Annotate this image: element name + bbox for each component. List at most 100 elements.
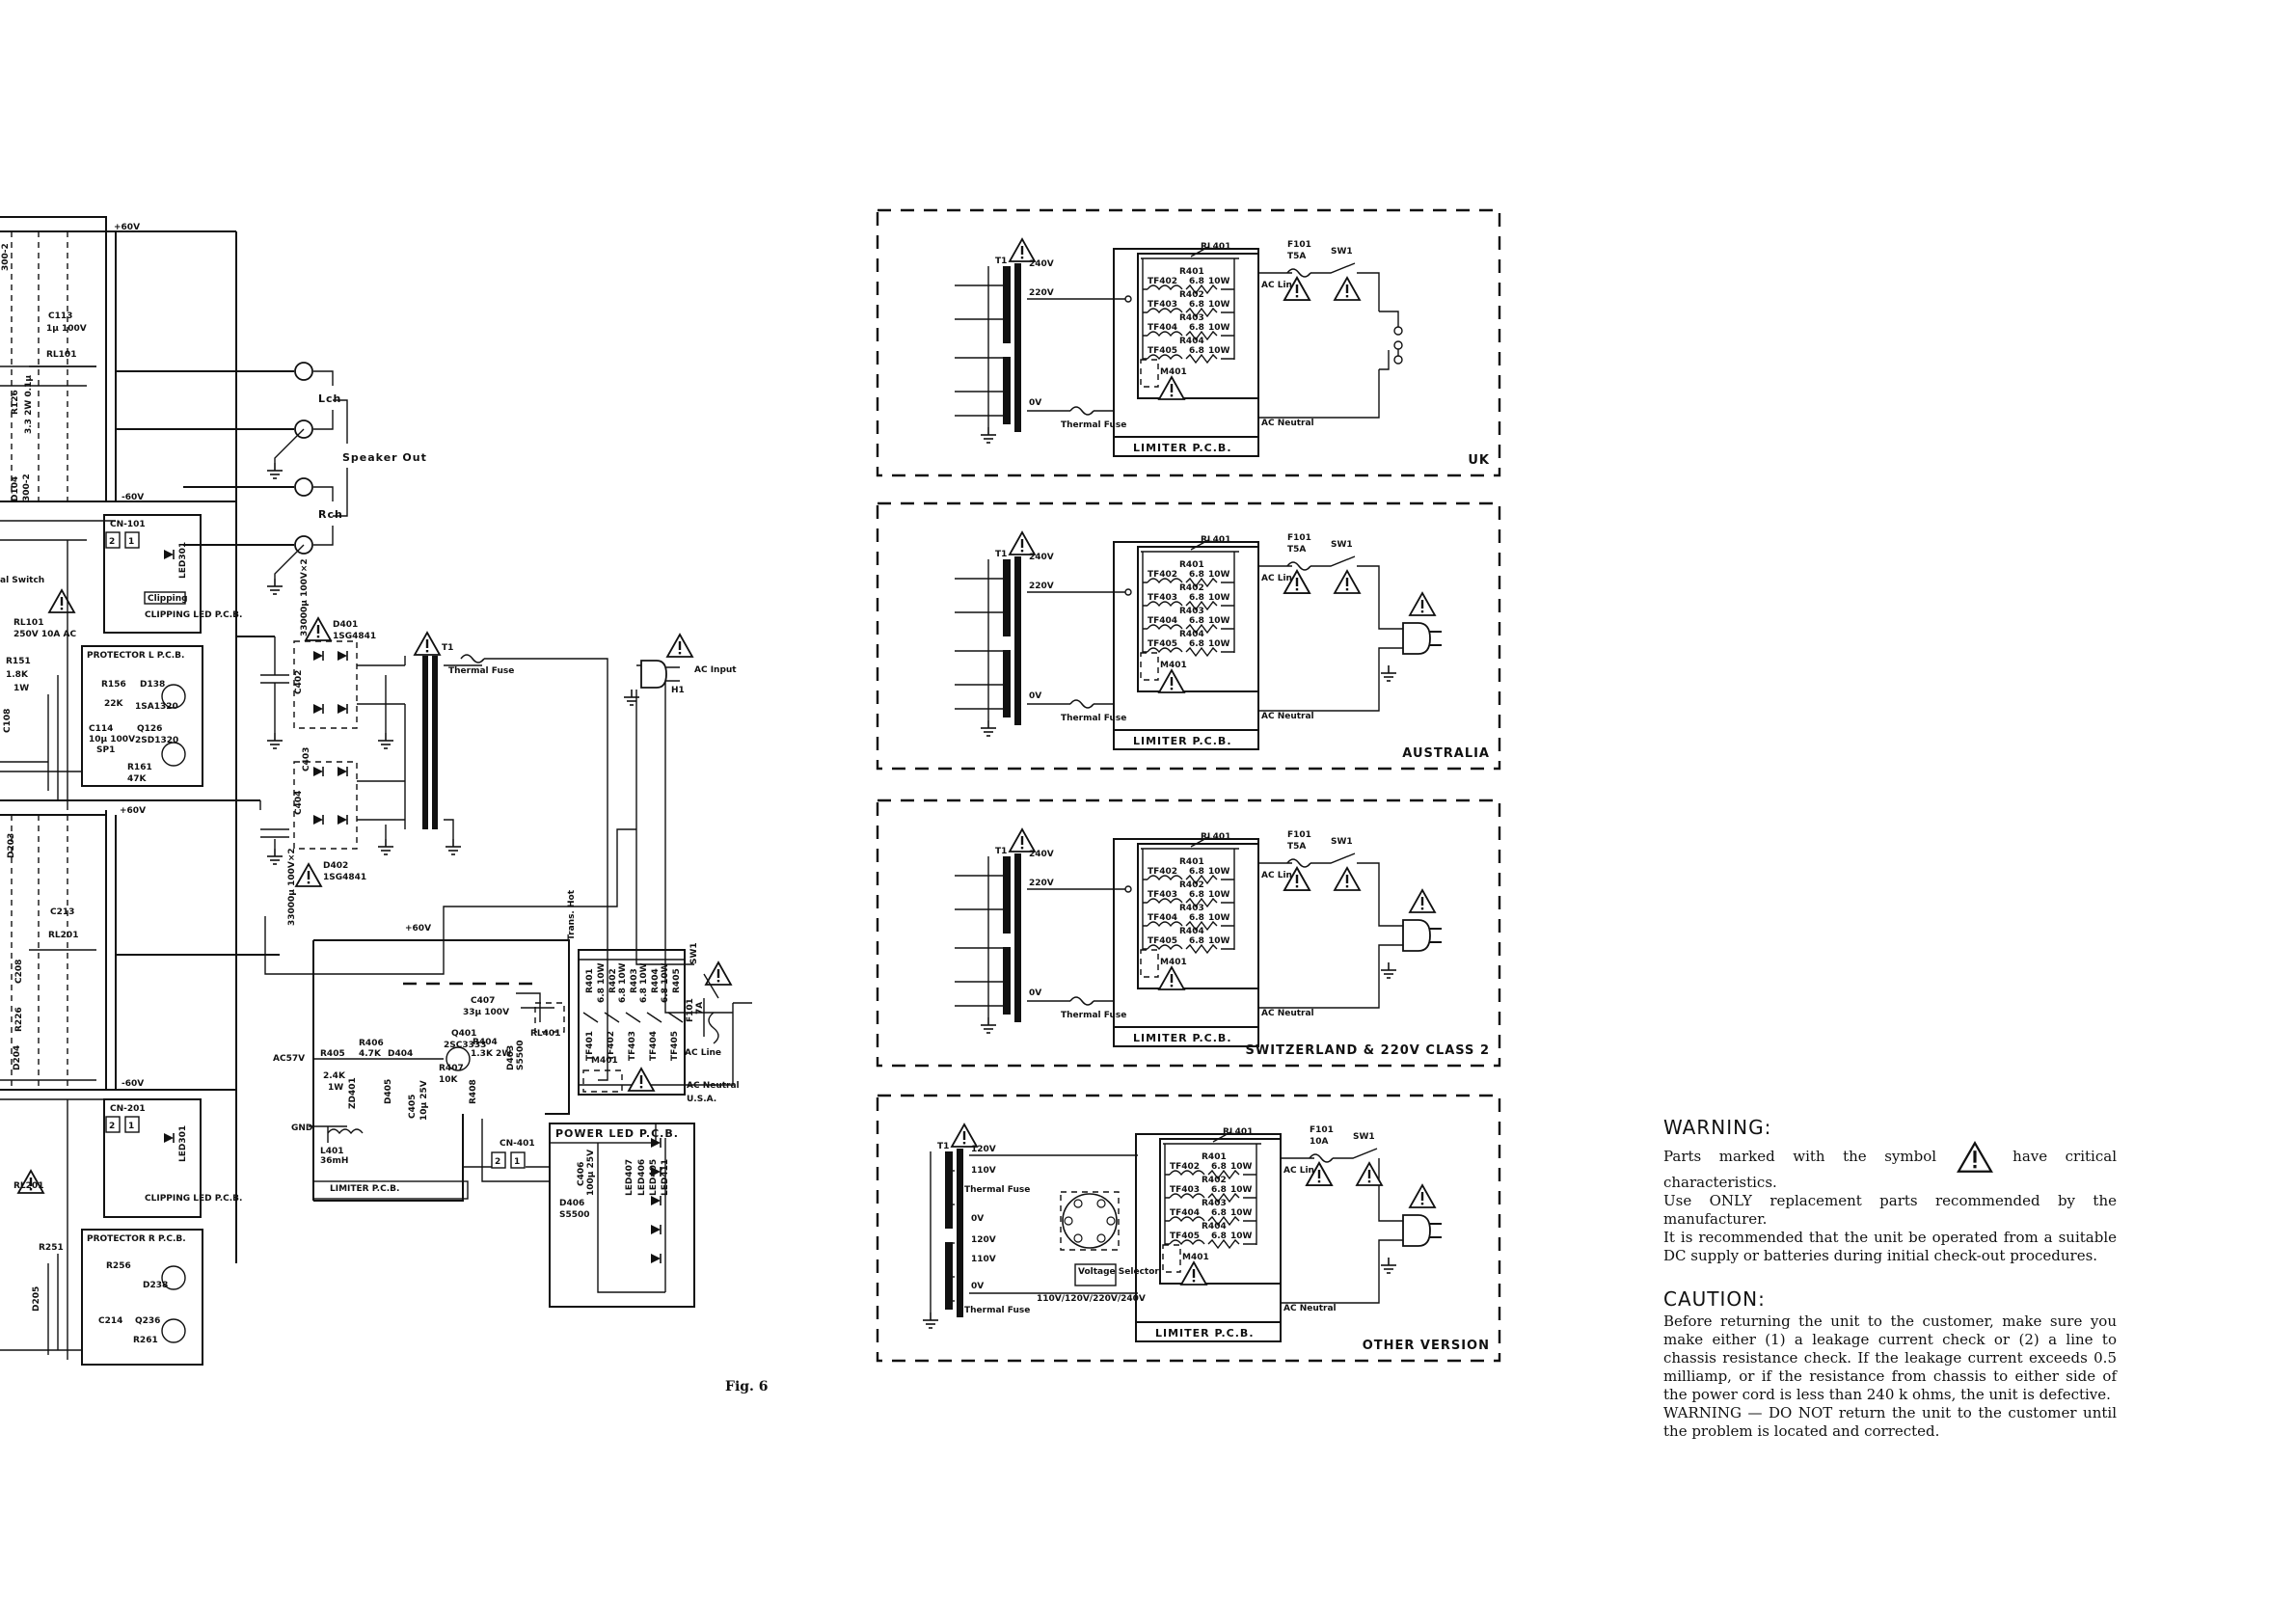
tf-coil-icon	[1147, 875, 1183, 880]
c401-value: 33000µ 100V×2	[300, 558, 310, 636]
tf-coil-icon	[1147, 354, 1183, 360]
f101-value: 10A	[1310, 1137, 1329, 1147]
gnd-label: GND	[291, 1123, 312, 1133]
version-name-label: UK	[1468, 453, 1490, 468]
thermal-fuse-label: TF403	[1170, 1185, 1200, 1195]
resistor-label: R402	[1202, 1176, 1227, 1185]
led-icon	[650, 1253, 662, 1264]
resistor-label: R401	[1179, 857, 1204, 867]
limiter-pcb-label: LIMITER P.C.B.	[1133, 1032, 1232, 1044]
thermal-fuse-label: TF404	[1148, 323, 1177, 333]
r151-watt: 1W	[14, 684, 29, 693]
version-name-label: AUSTRALIA	[1402, 746, 1490, 761]
d104-value: 300-2	[22, 474, 32, 501]
clipping-pcb-label-l: CLIPPING LED P.C.B.	[145, 610, 242, 620]
r126-label: R126	[11, 390, 20, 415]
r151-label: R151	[6, 657, 31, 666]
led-icon	[163, 549, 175, 560]
warning-icon	[1956, 1141, 1993, 1173]
thermal-fuse-label: TF403	[1148, 890, 1177, 900]
c113-label: C113	[48, 311, 72, 321]
q401-value: 2SC3333	[444, 1041, 486, 1050]
rl401-label: RL401	[1201, 535, 1230, 545]
rl201-label: RL201	[48, 931, 78, 940]
resistor-icon	[1185, 944, 1218, 954]
tap-240v-label: 240V	[1029, 259, 1054, 269]
power-led-pcb-label: POWER LED P.C.B.	[555, 1127, 679, 1140]
selector-values-label: 110V/120V/220V/240V	[1037, 1294, 1146, 1304]
resistor-watt: 10W	[1208, 300, 1230, 310]
f101-value: 7A	[695, 1002, 705, 1015]
warning-icon	[1334, 867, 1361, 891]
tap-110v-label: 110V	[971, 1166, 996, 1176]
ground-icon	[1380, 1257, 1397, 1274]
diode-icon	[337, 650, 348, 662]
t1-label: T1	[995, 257, 1007, 266]
resistor-watt: 10W	[1230, 1232, 1253, 1241]
warning-icon	[1158, 669, 1185, 693]
warning-icon	[1334, 570, 1361, 594]
thermal-fuse-label: TF402	[1148, 277, 1177, 286]
tap-220v-label: 220V	[1029, 879, 1054, 888]
warning-icon	[705, 961, 732, 986]
resistor-value: 6.8	[1189, 867, 1204, 877]
led-icon	[650, 1224, 662, 1235]
resistor-watt: 10W	[1208, 570, 1230, 580]
r404-value: 1.3K 2W	[471, 1049, 511, 1059]
thermal-switch-label: al Switch	[0, 576, 44, 585]
resistor-label: R405	[672, 968, 682, 993]
c406-value: 100µ 25V	[586, 1150, 596, 1196]
ground-icon	[980, 719, 997, 737]
tf-label: TF402	[607, 1031, 616, 1061]
tf-coil-icon	[1147, 578, 1183, 583]
d101-label: 300-2	[1, 243, 11, 271]
r256-label: R256	[106, 1261, 131, 1271]
diode-icon	[337, 814, 348, 826]
tf-coil-icon	[1147, 331, 1183, 337]
resistor-label: R404	[651, 968, 661, 993]
sw1-label: SW1	[689, 942, 699, 964]
resistor-value: 6.8	[1189, 570, 1204, 580]
thermal-fuse-label: TF404	[1148, 913, 1177, 923]
m401-label: M401	[1160, 661, 1187, 670]
rail-neg-label-bottom: -60V	[122, 1079, 144, 1089]
c402-label: C402	[294, 670, 304, 694]
ground-icon	[1380, 664, 1397, 682]
tap-240v-label: 240V	[1029, 553, 1054, 562]
r408-label: R408	[469, 1079, 478, 1104]
r405-label: R405	[320, 1049, 345, 1059]
tf-coil-icon	[1169, 1216, 1205, 1222]
tf-coil-icon	[1169, 1170, 1205, 1176]
ground-icon	[1380, 961, 1397, 979]
rl401-label: RL401	[530, 1029, 560, 1039]
sw1-label: SW1	[1331, 837, 1353, 847]
rectifier-d402	[293, 761, 358, 850]
rectifier-d401	[293, 640, 358, 729]
resistor-watt: 10W	[1230, 1185, 1253, 1195]
figure-caption: Fig. 6	[725, 1379, 769, 1394]
tf-coil-icon	[1147, 624, 1183, 630]
tf-label: TF403	[628, 1031, 637, 1061]
sw1-label: SW1	[1331, 247, 1353, 257]
thermal-fuse-icon	[1069, 406, 1094, 416]
resistor-watt: 10W	[1208, 616, 1230, 626]
ground-icon	[377, 838, 394, 855]
resistor-label: R401	[1179, 560, 1204, 570]
main-schematic: +60V 300-2 C113 1µ 100V RL101 R126 3.3 2…	[0, 216, 769, 1394]
diode-icon	[312, 703, 324, 715]
d402-label: D402	[323, 861, 348, 871]
tap-220v-label: 220V	[1029, 288, 1054, 298]
led-r-label: LED301	[178, 1125, 188, 1162]
ground-icon	[980, 1016, 997, 1034]
resistor-watt: 10W	[1208, 639, 1230, 649]
resistor-label: R404	[1202, 1222, 1227, 1232]
d406-value: S5500	[559, 1210, 590, 1220]
resistor-label: R402	[1179, 880, 1204, 890]
ground-icon	[922, 1312, 939, 1329]
d205-label: D205	[32, 1286, 41, 1312]
warning-icon	[1180, 1261, 1207, 1286]
tf-coil-icon	[1147, 647, 1183, 653]
ac-input-label: AC Input	[694, 665, 737, 675]
